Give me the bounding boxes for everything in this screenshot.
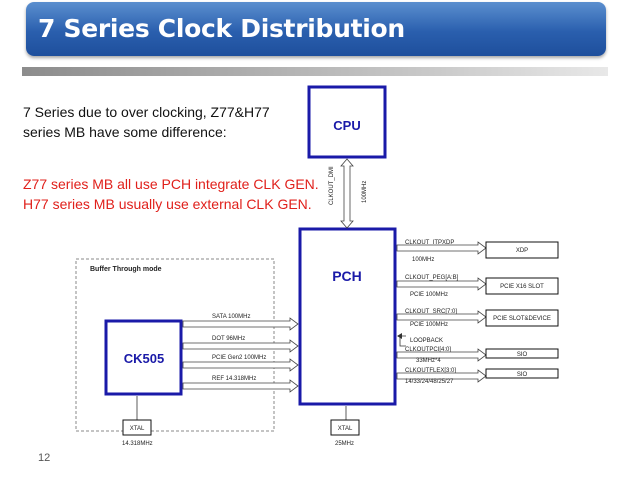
output-freq-pci: 33MHz*4 (416, 358, 441, 364)
ck505-label: CK505 (124, 351, 164, 366)
input-label-ref: REF 14.318MHz (212, 376, 256, 382)
loopback-label: LOOPBACK (410, 338, 443, 344)
output-pcie-x16: CLKOUT_PEG[A:B] PCIE 100MHz PCIE X16 SLO… (396, 275, 559, 298)
cpu-pch-link (340, 158, 354, 229)
output-xdp: CLKOUT_ITPXDP 100MHz XDP (396, 240, 559, 263)
output-freq-xdp: 100MHz (412, 257, 434, 263)
output-sio-pci: CLKOUTPCI[4:0] 33MHz*4 SIO (396, 347, 559, 364)
output-signal-pci: CLKOUTPCI[4:0] (405, 347, 451, 353)
title-bar: 7 Series Clock Distribution (26, 2, 606, 56)
loopback: LOOPBACK (397, 333, 443, 347)
intro-line-2: series MB have some difference: (23, 124, 227, 140)
cpu-block (307, 85, 387, 159)
sio-label-1: SIO (517, 352, 528, 358)
pcie-slot-device-box (485, 309, 559, 327)
xtal-left-label: XTAL (130, 426, 145, 432)
output-signal-xdp: CLKOUT_ITPXDP (405, 240, 454, 246)
loopback-arrowhead (397, 333, 402, 339)
cpu-link-label-1: CLKOUT_DMI (329, 166, 335, 205)
cpu-link-label-2: 100MHz (362, 181, 368, 203)
xtal-left-box (122, 419, 152, 436)
sio-box-2 (485, 368, 559, 379)
pcie-slot-device-label: PCIE SLOT&DEVICE (493, 316, 551, 322)
xdp-box (485, 241, 559, 259)
note-line-1: Z77 series MB all use PCH integrate CLK … (23, 176, 319, 192)
output-sio-flex: CLKOUTFLEX[3:0] 14/33/24/48/25/27 SIO (396, 368, 559, 385)
slide-title: 7 Series Clock Distribution (38, 14, 405, 43)
input-arrow-dot: DOT 96MHz (182, 336, 299, 353)
output-freq-peg: PCIE 100MHz (410, 292, 448, 298)
input-arrow-sata: SATA 100MHz (182, 314, 299, 331)
buffer-mode-label: Buffer Through mode (90, 266, 162, 273)
output-pcie-slot-device: CLKOUT_SRC[7:0] PCIE 100MHz PCIE SLOT&DE… (396, 309, 559, 328)
pcie-x16-slot-box (485, 277, 559, 295)
sio-box-1 (485, 348, 559, 359)
cpu-label: CPU (333, 118, 360, 133)
output-signal-flex: CLKOUTFLEX[3:0] (405, 368, 456, 374)
note-text: Z77 series MB all use PCH integrate CLK … (23, 174, 323, 214)
xtal-right-freq: 25MHz (335, 441, 354, 447)
xtal-left-freq: 14.318MHz (122, 441, 153, 447)
intro-text: 7 Series due to over clocking, Z77&H77 s… (23, 102, 293, 142)
output-freq-src: PCIE 100MHz (410, 322, 448, 328)
pch-label: PCH (332, 268, 362, 284)
intro-line-1: 7 Series due to over clocking, Z77&H77 (23, 104, 270, 120)
xtal-right-label: XTAL (338, 426, 353, 432)
input-arrow-ref: REF 14.318MHz (182, 376, 299, 393)
sio-label-2: SIO (517, 372, 528, 378)
output-signal-peg: CLKOUT_PEG[A:B] (405, 275, 459, 281)
pch-block (298, 227, 397, 406)
ck505-block (104, 319, 183, 396)
title-divider (22, 67, 608, 76)
input-label-dot: DOT 96MHz (212, 336, 245, 342)
page-number: 12 (38, 452, 51, 464)
xtal-right-box (330, 419, 360, 436)
input-label-sata: SATA 100MHz (212, 314, 250, 320)
note-line-2: H77 series MB usually use external CLK G… (23, 196, 312, 212)
xdp-label: XDP (516, 248, 528, 254)
output-freq-flex: 14/33/24/48/25/27 (405, 379, 454, 385)
pcie-x16-slot-label: PCIE X16 SLOT (500, 284, 544, 290)
input-arrow-pcie: PCIE Gen2 100MHz (182, 355, 299, 372)
output-signal-src: CLKOUT_SRC[7:0] (405, 309, 457, 315)
input-label-pcie: PCIE Gen2 100MHz (212, 355, 266, 361)
